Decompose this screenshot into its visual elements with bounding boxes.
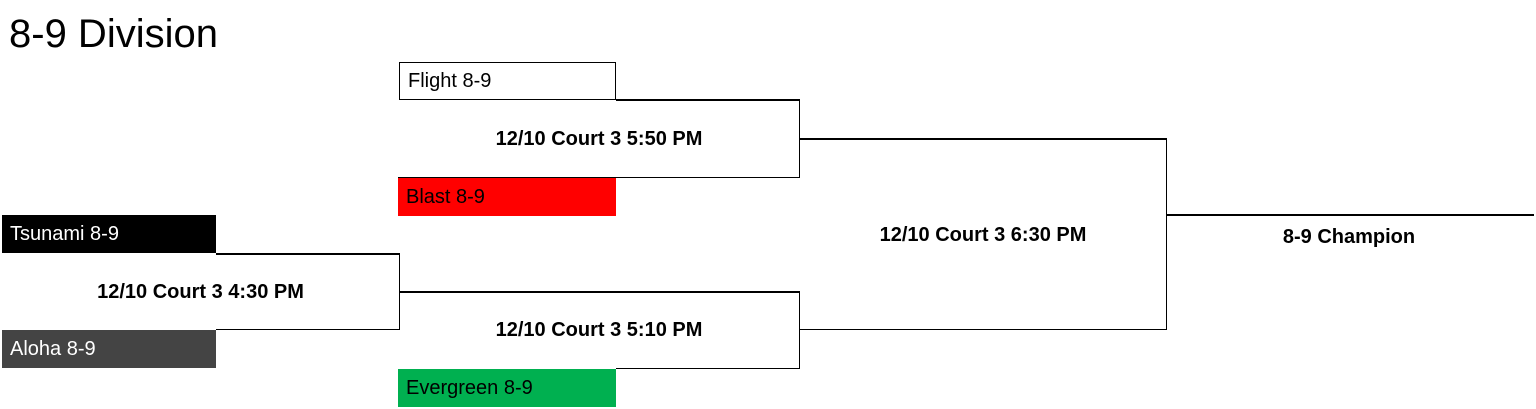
bracket-line-g4-bottom [800, 328, 1167, 330]
champion-line [1167, 214, 1534, 216]
champion-label: 8-9 Champion [1282, 226, 1416, 248]
game-label-g4: 12/10 Court 3 6:30 PM [879, 224, 1087, 246]
bracket-line-g3-top [399, 291, 800, 293]
bracket-line-g1-bottom [216, 328, 400, 330]
team-slot-evergreen[interactable]: Evergreen 8-9 [398, 369, 616, 407]
team-slot-flight[interactable]: Flight 8-9 [399, 62, 616, 100]
team-slot-tsunami[interactable]: Tsunami 8-9 [2, 215, 216, 253]
page-title: 8-9 Division [9, 12, 218, 56]
game-label-g3: 12/10 Court 3 5:10 PM [495, 319, 703, 341]
bracket-line-g2-bottom [398, 176, 800, 178]
bracket-line-g3-bottom [616, 367, 800, 369]
bracket-line-g4-right [1165, 138, 1167, 330]
bracket-line-g1-top [216, 253, 400, 255]
team-slot-blast[interactable]: Blast 8-9 [398, 178, 616, 216]
game-label-g2: 12/10 Court 3 5:50 PM [495, 128, 703, 150]
bracket-line-g2-right [798, 99, 800, 178]
bracket-line-g2-top [616, 99, 800, 101]
game-label-g1: 12/10 Court 3 4:30 PM [97, 281, 304, 303]
team-slot-aloha[interactable]: Aloha 8-9 [2, 330, 216, 368]
bracket-line-g3-right [798, 291, 800, 369]
bracket-line-g4-top [800, 138, 1167, 140]
